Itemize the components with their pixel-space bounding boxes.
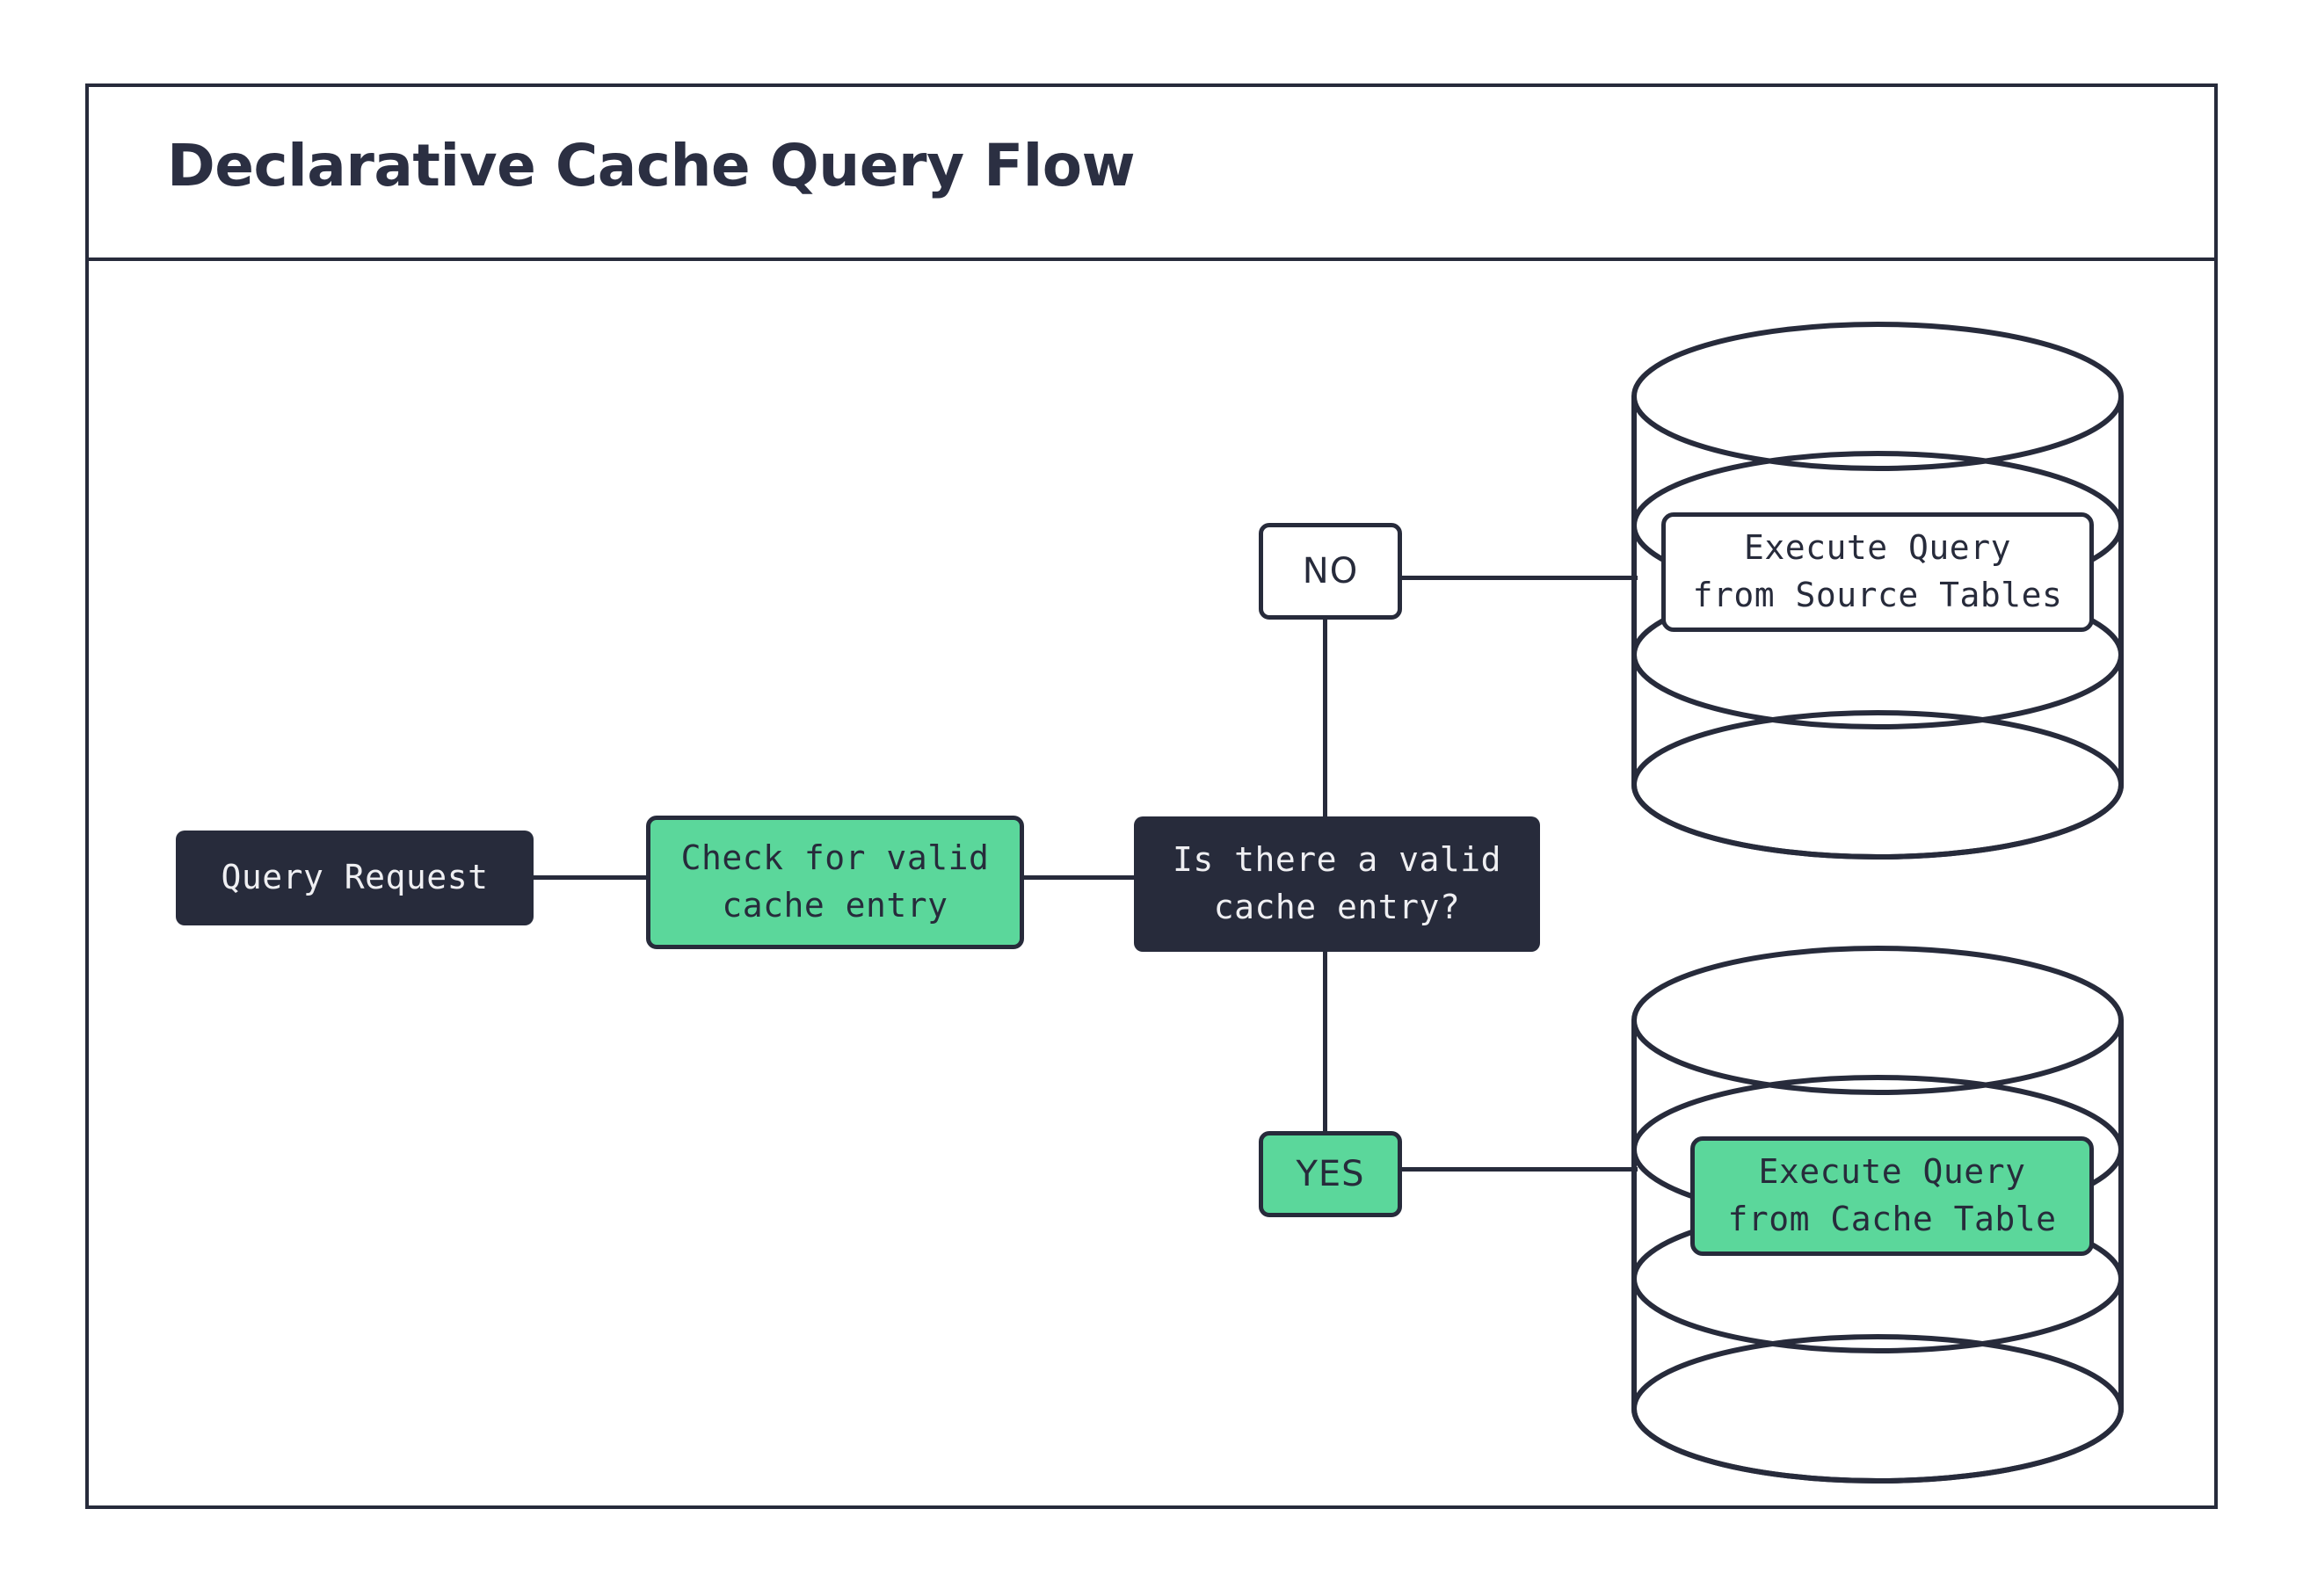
source-tables-database-cylinder [1631, 321, 2125, 860]
source-tables-label[interactable]: Execute Query from Source Tables [1661, 512, 2094, 632]
branch-label-yes[interactable]: YES [1259, 1131, 1402, 1217]
edge-yes-to-cache-table [1402, 1167, 1638, 1172]
diagram-frame [85, 83, 2218, 1509]
node-query-request[interactable]: Query Request [176, 831, 534, 925]
edge-check-cache-to-decision [1024, 875, 1134, 880]
cache-table-label[interactable]: Execute Query from Cache Table [1690, 1136, 2094, 1256]
edge-decision-to-yes [1323, 949, 1327, 1134]
node-decision-valid-cache-entry[interactable]: Is there a valid cache entry? [1134, 816, 1540, 952]
diagram-header-band [85, 83, 2218, 261]
cache-table-database-cylinder [1631, 945, 2125, 1484]
page-title: Declarative Cache Query Flow [167, 132, 1136, 200]
branch-label-no[interactable]: NO [1259, 523, 1402, 620]
node-check-cache-entry[interactable]: Check for valid cache entry [646, 816, 1024, 949]
edge-no-to-source-tables [1402, 576, 1638, 580]
edge-query-request-to-check-cache [534, 875, 646, 880]
edge-decision-to-no [1323, 580, 1327, 819]
